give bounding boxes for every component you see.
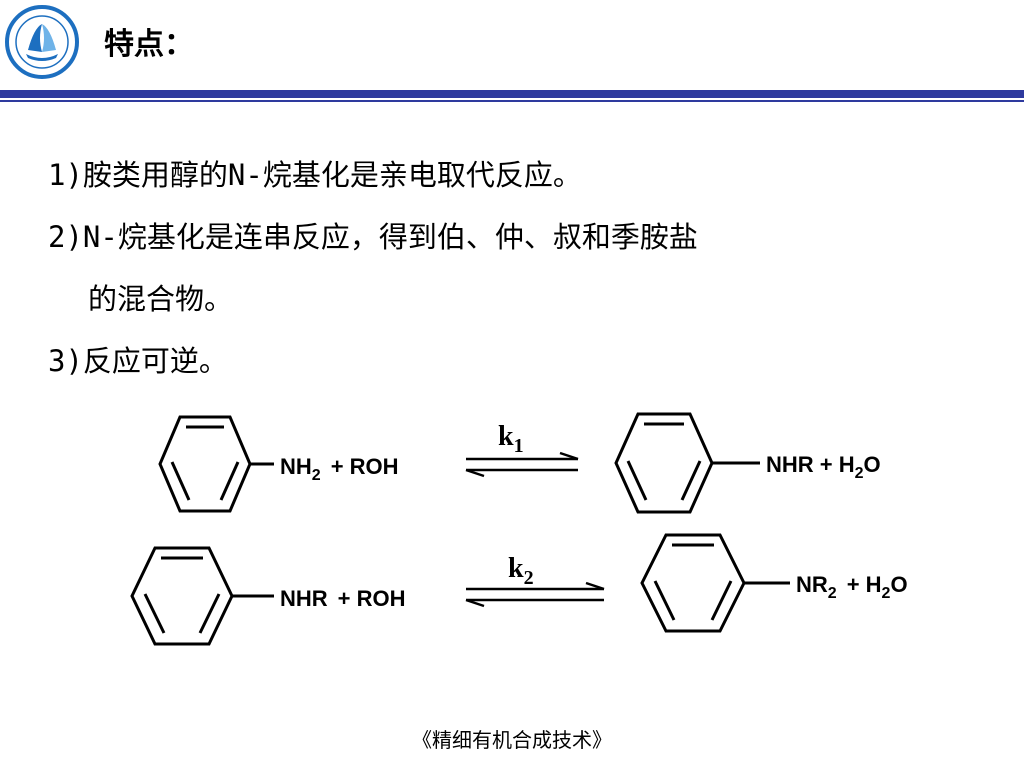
- feature-item-2: 2)N-烷基化是连串反应，得到伯、仲、叔和季胺盐 的混合物。: [48, 206, 988, 330]
- feature-item-2-text: 2)N-烷基化是连串反应，得到伯、仲、叔和季胺盐: [48, 220, 698, 254]
- header-rule-thin: [0, 100, 1024, 102]
- benzene-ring-icon: [614, 412, 760, 514]
- slide-title: 特点：: [104, 27, 194, 62]
- svg-text:k2: k2: [508, 553, 534, 589]
- product-tail: O: [864, 452, 881, 477]
- svg-text:NR2+ H2O: NR2+ H2O: [796, 572, 908, 602]
- product-group: NHR + H: [766, 452, 855, 477]
- header-rule: [0, 90, 1024, 98]
- product-tail: O: [890, 572, 907, 597]
- equilibrium-arrow-icon: [465, 581, 605, 608]
- feature-item-1: 1)胺类用醇的N-烷基化是亲电取代反应。: [48, 158, 582, 192]
- product-subscript: 2: [855, 465, 864, 482]
- reagent: + ROH: [338, 586, 406, 611]
- product-subscript: 2: [828, 585, 837, 602]
- benzene-ring-icon: [640, 533, 790, 633]
- product-water: + H: [847, 572, 882, 597]
- equilibrium-arrow-icon: [465, 451, 579, 478]
- reactant-subscript: 2: [312, 467, 321, 484]
- rate-constant: k: [508, 553, 524, 584]
- benzene-ring-icon: [130, 546, 274, 646]
- feature-item-3: 3)反应可逆。: [48, 344, 228, 378]
- svg-text:k1: k1: [498, 421, 524, 457]
- feature-list: 1)胺类用醇的N-烷基化是亲电取代反应。 2)N-烷基化是连串反应，得到伯、仲、…: [48, 144, 988, 392]
- rate-constant-subscript: 1: [514, 435, 524, 457]
- school-logo-icon: [5, 5, 79, 79]
- benzene-ring-icon: [158, 415, 274, 513]
- reaction-1: NH2+ ROH k1 NHR + H2O: [158, 412, 881, 514]
- svg-text:NHR+ ROH: NHR + ROH: [280, 586, 406, 611]
- product-group: NR: [796, 572, 828, 597]
- reaction-scheme: NH2+ ROH k1 NHR + H2O: [130, 412, 908, 646]
- reactant-group: NH: [280, 454, 312, 479]
- product-water-subscript: 2: [882, 585, 891, 602]
- rate-constant-subscript: 2: [524, 567, 534, 589]
- feature-item-2-continuation: 的混合物。: [88, 282, 234, 316]
- reaction-2: NHR+ ROH k2 NR2+ H2O: [130, 533, 908, 646]
- footer-course-title: 《精细有机合成技术》: [412, 728, 612, 752]
- reactant-group: NHR: [280, 586, 328, 611]
- reagent: + ROH: [331, 454, 399, 479]
- rate-constant: k: [498, 421, 514, 452]
- svg-text:NH2+ ROH: NH2 + ROH: [280, 454, 399, 484]
- svg-text:NHR + H2O: NHR + H2O: [766, 452, 881, 482]
